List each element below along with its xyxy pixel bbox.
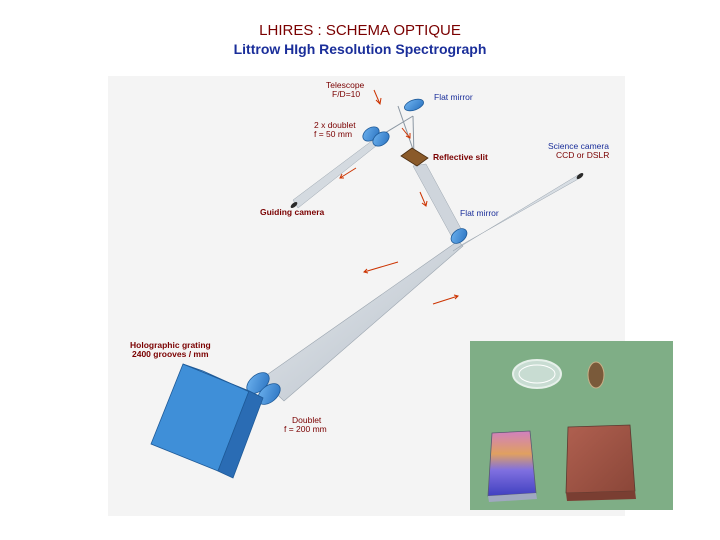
photo-grating-left: [488, 431, 536, 496]
label-grating-2: 2400 grooves / mm: [132, 349, 209, 359]
label-flat-mirror-mid: Flat mirror: [460, 208, 499, 218]
label-doublet-large-2: f = 200 mm: [284, 424, 327, 434]
label-telescope-2: F/D=10: [332, 89, 360, 99]
optics-photo: [470, 341, 673, 510]
photo-grating-right: [566, 425, 635, 493]
label-science-camera-2: CCD or DSLR: [556, 150, 609, 160]
label-reflective-slit: Reflective slit: [433, 152, 488, 162]
page-title: LHIRES : SCHEMA OPTIQUE: [0, 22, 720, 39]
photo-small-lens: [588, 362, 604, 388]
label-doublet-small-2: f = 50 mm: [314, 129, 352, 139]
label-flat-mirror-top: Flat mirror: [434, 92, 473, 102]
photo-lens: [513, 360, 561, 388]
label-guiding-camera: Guiding camera: [260, 207, 325, 217]
page-subtitle: Littrow HIgh Resolution Spectrograph: [0, 41, 720, 57]
